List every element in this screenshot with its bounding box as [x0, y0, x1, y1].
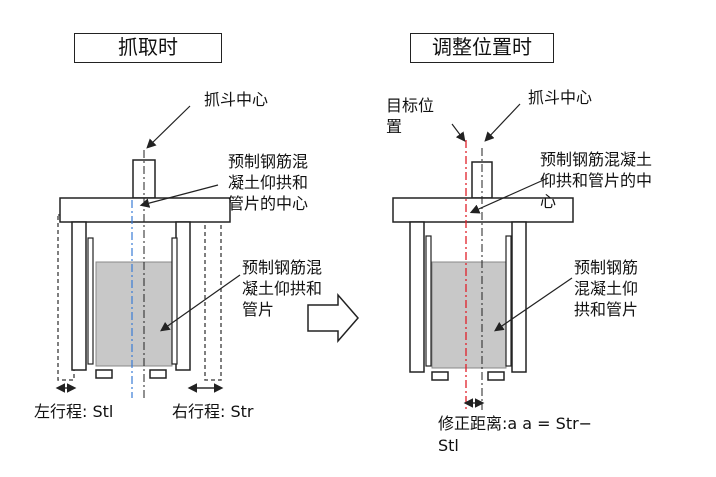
right-segment-label-line-2: 混凝土仰 [574, 279, 639, 298]
left-center-arrow [139, 184, 219, 208]
left-panel-title: 抓取时 [74, 33, 222, 63]
left-segment-label-line-2: 凝土仰拱和 [242, 279, 323, 298]
left-segment-arrow [160, 274, 241, 332]
left-center-label-line-2: 凝土仰拱和 [228, 173, 309, 192]
right-gripper-center-arrow [484, 103, 521, 142]
right-center-arrow [469, 177, 549, 214]
right-center-label-line-1: 预制钢筋混凝土 [540, 150, 653, 169]
left-center-label-line-3: 管片的中心 [228, 194, 309, 213]
left-segment-block [95, 261, 173, 367]
correction-label-line-2: Stl [438, 436, 459, 455]
right-segment-label-line-3: 拱和管片 [574, 300, 639, 319]
right-center-label-line-3: 心 [540, 192, 557, 211]
target-label-arrow [451, 123, 466, 142]
target-label-line-2: 置 [386, 117, 403, 136]
left-inner-bars [87, 237, 178, 365]
right-segment-label-line-1: 预制钢筋 [574, 258, 639, 277]
left-segment-label-line-3: 管片 [242, 300, 275, 319]
left-center-label-line-1: 预制钢筋混 [228, 152, 309, 171]
right-stroke-label: 右行程: Str [172, 402, 254, 421]
right-segment-block [431, 261, 507, 369]
correction-label-line-1: 修正距离:a a = Str− [438, 414, 593, 433]
right-gripper [392, 161, 574, 381]
right-center-label-line-2: 仰拱和管片的中 [540, 171, 653, 190]
transition-arrow-icon [307, 292, 359, 344]
target-label-line-1: 目标位 [386, 96, 435, 115]
left-gripper-center-arrow [146, 105, 191, 149]
left-stroke-label: 左行程: Stl [34, 402, 114, 421]
right-inner-bars [425, 235, 512, 367]
left-gripper-center-label: 抓斗中心 [204, 90, 269, 109]
left-segment-label-line-1: 预制钢筋混 [242, 258, 323, 277]
right-panel-title: 调整位置时 [410, 33, 554, 63]
right-segment-arrow [494, 277, 573, 332]
right-gripper-center-label: 抓斗中心 [528, 88, 593, 107]
